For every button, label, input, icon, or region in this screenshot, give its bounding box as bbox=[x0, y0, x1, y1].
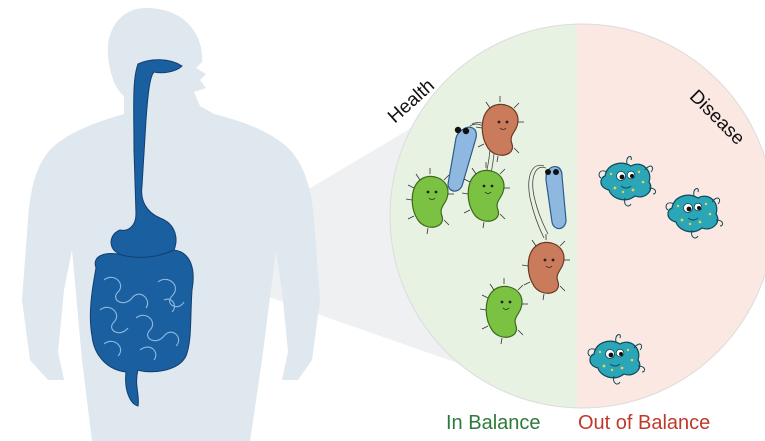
digestive-tract-icon bbox=[89, 59, 194, 407]
intestine-folds bbox=[99, 276, 185, 361]
health-zone bbox=[390, 24, 577, 408]
in-balance-label: In Balance bbox=[446, 412, 541, 434]
zoom-circle-border bbox=[389, 23, 765, 409]
out-of-balance-label: Out of Balance bbox=[578, 412, 711, 434]
human-body-icon bbox=[22, 8, 320, 441]
blue-rod-bacterium-icon bbox=[528, 164, 567, 239]
